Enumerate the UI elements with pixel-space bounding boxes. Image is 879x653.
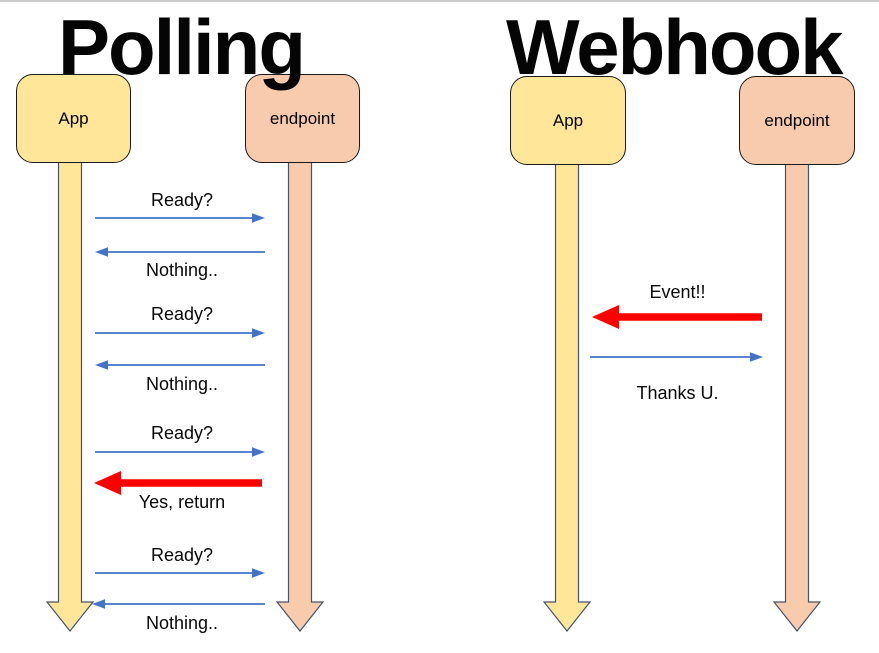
polling-endpoint-lifeline-arrow [275,159,325,632]
polling-ready-arrow-2 [95,328,265,338]
polling-app-box: App [16,74,131,163]
polling-message-ready-3: Ready? [150,423,214,443]
polling-ready-arrow-3 [95,447,265,457]
webhook-app-lifeline-arrow [542,161,592,632]
polling-message-yes-return: Yes, return [138,492,226,512]
polling-app-label: App [58,108,89,128]
webhook-title: Webhook [506,3,844,91]
webhook-event-red-arrow [592,305,762,329]
polling-message-nothing-2: Nothing.. [145,374,219,394]
polling-endpoint-box: endpoint [245,74,360,163]
polling-yes-return-red-arrow [94,471,262,495]
webhook-endpoint-lifeline-arrow [772,161,822,632]
polling-ready-arrow-4 [95,568,265,578]
polling-message-ready-1: Ready? [150,190,214,210]
webhook-app-label: App [552,110,584,130]
polling-nothing-arrow-3 [92,599,265,609]
top-border-line [0,0,879,2]
polling-message-ready-4: Ready? [150,545,214,565]
polling-message-nothing-1: Nothing.. [145,260,219,280]
polling-title: Polling [58,3,306,91]
webhook-app-box: App [510,76,626,165]
polling-ready-arrow-1 [95,213,265,223]
webhook-message-thanks: Thanks U. [636,383,719,403]
polling-endpoint-label: endpoint [269,108,336,128]
polling-message-nothing-3: Nothing.. [145,613,219,633]
polling-nothing-arrow-2 [95,360,265,370]
polling-app-lifeline-arrow [45,157,95,632]
webhook-thanks-arrow [590,352,763,362]
webhook-endpoint-box: endpoint [739,76,855,165]
webhook-endpoint-label: endpoint [764,110,830,130]
polling-nothing-arrow-1 [95,247,265,257]
polling-message-ready-2: Ready? [150,304,214,324]
webhook-message-event: Event!! [649,282,706,302]
